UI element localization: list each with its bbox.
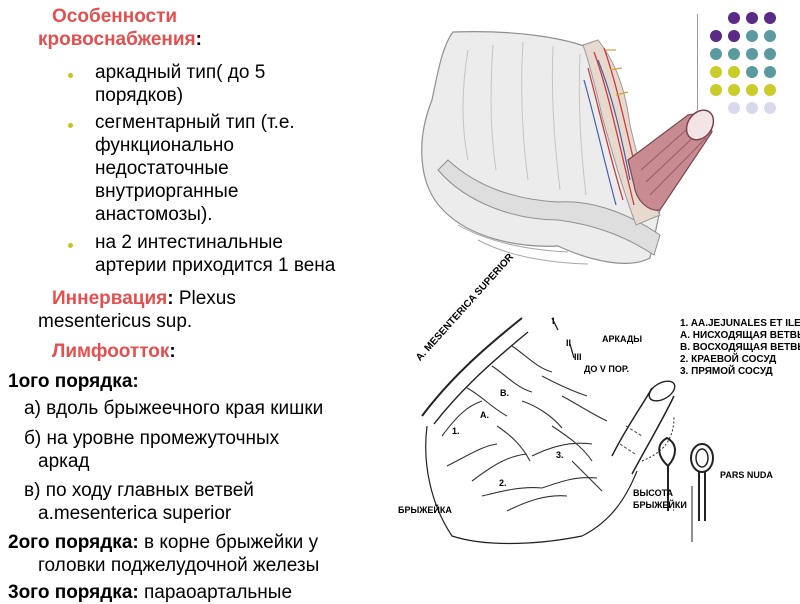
blood-bullet-2-line4: внутриорганные bbox=[95, 181, 239, 202]
decor-dot bbox=[746, 102, 758, 114]
mesenteric-arcade-diagram bbox=[421, 317, 676, 545]
number-3-label: 3. bbox=[556, 450, 564, 460]
height-bracket bbox=[691, 486, 693, 542]
blood-bullet-2-line1: сегментарный тип (т.е. bbox=[95, 112, 295, 133]
decorative-divider bbox=[697, 14, 698, 110]
decor-dot bbox=[710, 66, 722, 78]
legend-item: 1. AA.JEJUNALES ET ILEI bbox=[680, 318, 800, 329]
height-label-line2: БРЫЖЕЙКИ bbox=[633, 500, 687, 510]
lymph-item-b-line1: б) на уровне промежуточных bbox=[24, 428, 280, 449]
bullet-marker bbox=[68, 73, 73, 78]
lymph-heading: Лимфоотток: bbox=[52, 341, 176, 362]
legend-item: B. ВОСХОДЯЩАЯ ВЕТВЬ bbox=[680, 342, 800, 353]
legend-item: 2. КРАЕВОЙ СОСУД bbox=[680, 354, 777, 365]
decor-dot bbox=[764, 84, 776, 96]
blood-bullet-2-line3: недостаточные bbox=[95, 158, 229, 179]
blood-bullet-3-line2: артерии приходится 1 вена bbox=[95, 255, 336, 276]
innervation-line1: Иннервация: Plexus bbox=[52, 288, 236, 309]
bullet-marker bbox=[68, 123, 73, 128]
blood-supply-heading-line1: Особенности bbox=[52, 6, 178, 27]
number-2-label: 2. bbox=[499, 478, 507, 488]
decor-dot bbox=[710, 30, 722, 42]
mesentery-label: БРЫЖЕЙКА bbox=[398, 505, 452, 515]
height-label-line1: ВЫСОТА bbox=[633, 488, 674, 498]
lymph-order1: 1ого порядка: bbox=[8, 371, 139, 392]
lymph-order3: 3ого порядка: параоартальные bbox=[8, 582, 293, 603]
lymph-order2-line2: головки поджелудочной железы bbox=[38, 555, 320, 576]
bullet-marker bbox=[68, 243, 73, 248]
decor-dot bbox=[728, 84, 740, 96]
blood-bullet-1-line1: аркадный тип( до 5 bbox=[95, 62, 266, 83]
decor-dot bbox=[728, 102, 740, 114]
lymph-item-c-line2: a.mesenterica superior bbox=[38, 503, 232, 524]
lymph-order2-line1: 2ого порядка: в корне брыжейки у bbox=[8, 532, 319, 553]
letter-b-label: B. bbox=[500, 388, 509, 398]
decor-dot bbox=[728, 48, 740, 60]
blood-supply-heading-line2: кровоснабжения: bbox=[38, 29, 202, 50]
innervation-line2: mesentericus sup. bbox=[38, 311, 193, 332]
blood-bullet-2-line2: функционально bbox=[95, 135, 234, 156]
blood-bullet-1-line2: порядков) bbox=[95, 85, 184, 106]
intestine-illustration bbox=[421, 31, 715, 265]
diagram-legend: 1. AA.JEJUNALES ET ILEI A. НИСХОДЯЩАЯ ВЕ… bbox=[680, 318, 800, 378]
decor-dot bbox=[710, 48, 722, 60]
roman-3-label: III bbox=[574, 352, 582, 362]
decor-dot bbox=[746, 30, 758, 42]
pars-nuda-label: PARS NUDA bbox=[720, 470, 773, 480]
decor-dot bbox=[764, 66, 776, 78]
roman-1-label: I bbox=[552, 316, 555, 326]
lymph-item-a: а) вдоль брыжеечного края кишки bbox=[24, 398, 324, 419]
decor-dot bbox=[764, 102, 776, 114]
decor-dot bbox=[728, 30, 740, 42]
mesentery-loop-drawing bbox=[690, 443, 714, 521]
order-label: ДО V ПОР. bbox=[584, 364, 630, 374]
decor-dot bbox=[746, 84, 758, 96]
arcades-label: АРКАДЫ bbox=[602, 334, 643, 344]
decor-dot bbox=[764, 48, 776, 60]
decor-dot bbox=[746, 12, 758, 24]
lymph-item-b-line2: аркад bbox=[38, 451, 90, 472]
lymph-item-c-line1: в) по ходу главных ветвей bbox=[24, 480, 254, 501]
decor-dot bbox=[746, 66, 758, 78]
decor-dot bbox=[728, 12, 740, 24]
decor-dot bbox=[746, 48, 758, 60]
roman-2-label: II bbox=[566, 338, 572, 348]
decor-dot bbox=[764, 12, 776, 24]
decor-dot bbox=[764, 30, 776, 42]
number-1-label: 1. bbox=[452, 426, 460, 436]
legend-item: 3. ПРЯМОЙ СОСУД bbox=[680, 366, 773, 377]
letter-a-label: A. bbox=[480, 410, 489, 420]
blood-bullet-3-line1: на 2 интестинальные bbox=[95, 232, 283, 253]
legend-item: A. НИСХОДЯЩАЯ ВЕТВЬ bbox=[680, 330, 800, 341]
decor-dot bbox=[710, 84, 722, 96]
blood-bullet-2-line5: анастомозы). bbox=[95, 204, 213, 225]
decor-dot bbox=[728, 66, 740, 78]
